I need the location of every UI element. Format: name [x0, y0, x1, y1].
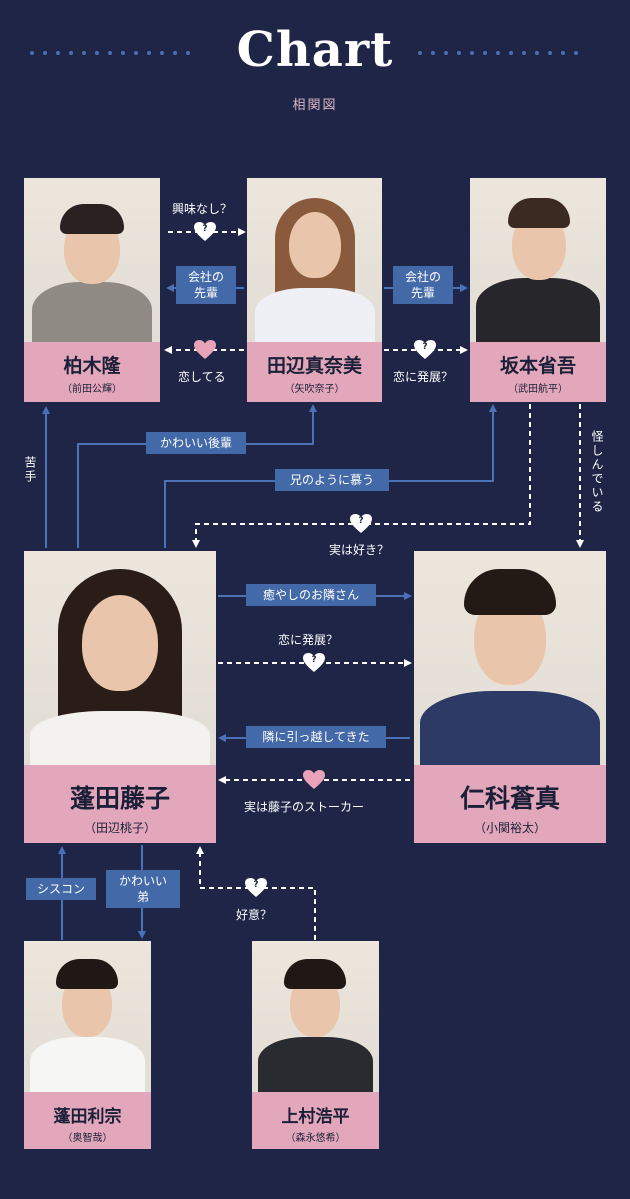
- actor-nishina: （小関裕太）: [473, 821, 546, 835]
- label-iyashi: 癒やしのお隣さん: [246, 584, 376, 607]
- heart-koi-hatten-top: ?: [414, 340, 436, 360]
- label-ayashinde: 怪しんでいる: [590, 430, 604, 514]
- page-subtitle: 相関図: [292, 98, 338, 113]
- label-koui: 好意？: [236, 908, 273, 922]
- card-toshimune: 蓬田利宗 （奥智哉）: [24, 941, 151, 1149]
- namebox-nishina: 仁科蒼真 （小関裕太）: [414, 765, 606, 843]
- namebox-kashiwagi: 柏木隆 （前田公輝）: [24, 342, 160, 402]
- label-siscon: シスコン: [26, 878, 96, 901]
- label-senpai-right: 会社の 先輩: [393, 266, 453, 305]
- actor-toshimune: （奥智哉）: [62, 1133, 113, 1144]
- actor-touko: （田辺桃子）: [83, 821, 156, 835]
- label-senpai-left: 会社の 先輩: [176, 266, 236, 305]
- card-uemura: 上村浩平 （森永悠希）: [252, 941, 379, 1149]
- name-toshimune: 蓬田利宗: [53, 1107, 122, 1127]
- actor-tanabe-manami: （矢吹奈子）: [284, 384, 345, 395]
- photo-nishina: [414, 551, 606, 765]
- heart-koishiteru: [194, 340, 216, 360]
- name-uemura: 上村浩平: [281, 1107, 350, 1127]
- name-tanabe-manami: 田辺真奈美: [266, 355, 362, 377]
- actor-kashiwagi: （前田公輝）: [62, 384, 122, 395]
- label-stalker: 実は藤子のストーカー: [244, 800, 365, 814]
- label-nigate: 苦手: [23, 456, 37, 484]
- name-kashiwagi: 柏木隆: [63, 355, 121, 377]
- namebox-tanabe-manami: 田辺真奈美 （矢吹奈子）: [247, 342, 382, 402]
- title-dots-left: [30, 51, 190, 55]
- label-kyoumi-nashi: 興味なし？: [172, 202, 233, 216]
- card-touko: 蓬田藤子 （田辺桃子）: [24, 551, 216, 843]
- label-koi-hatten-top: 恋に発展？: [393, 370, 454, 384]
- namebox-uemura: 上村浩平 （森永悠希）: [252, 1092, 379, 1149]
- heart-koi-hatten-top-mark: ?: [422, 342, 428, 352]
- photo-tanabe-manami: [247, 178, 382, 342]
- card-nishina: 仁科蒼真 （小関裕太）: [414, 551, 606, 843]
- name-sakamoto: 坂本省吾: [499, 355, 576, 377]
- namebox-sakamoto: 坂本省吾 （武田航平）: [470, 342, 606, 402]
- heart-koui-mark: ?: [253, 880, 259, 890]
- heart-stalker: [303, 770, 325, 790]
- label-hikkoshi: 隣に引っ越してきた: [246, 726, 386, 749]
- actor-uemura: （森永悠希）: [285, 1133, 346, 1144]
- name-touko: 蓬田藤子: [69, 784, 170, 813]
- photo-uemura: [252, 941, 379, 1092]
- page-title: Chart: [236, 22, 394, 78]
- heart-jitsu-suki: ?: [350, 514, 372, 534]
- label-kawaii-otouto: かわいい 弟: [106, 870, 180, 909]
- heart-koi-hatten-mid: ?: [303, 653, 325, 673]
- card-kashiwagi: 柏木隆 （前田公輝）: [24, 178, 160, 402]
- heart-koui: ?: [245, 878, 267, 898]
- photo-kashiwagi: [24, 178, 160, 342]
- card-sakamoto: 坂本省吾 （武田航平）: [470, 178, 606, 402]
- card-tanabe-manami: 田辺真奈美 （矢吹奈子）: [247, 178, 382, 402]
- label-jitsu-suki: 実は好き？: [329, 543, 390, 557]
- heart-jitsu-suki-mark: ?: [358, 516, 364, 526]
- heart-kyoumi-nashi-mark: ?: [202, 224, 208, 234]
- label-koi-hatten-mid: 恋に発展？: [278, 633, 339, 647]
- name-nishina: 仁科蒼真: [459, 784, 560, 813]
- heart-kyoumi-nashi: ?: [194, 222, 216, 242]
- photo-sakamoto: [470, 178, 606, 342]
- namebox-toshimune: 蓬田利宗 （奥智哉）: [24, 1092, 151, 1149]
- label-ani-no-you: 兄のように慕う: [275, 469, 389, 492]
- label-kawaii-kouhai: かわいい後輩: [146, 432, 246, 455]
- namebox-touko: 蓬田藤子 （田辺桃子）: [24, 765, 216, 843]
- actor-sakamoto: （武田航平）: [508, 384, 568, 395]
- title-dots-right: [418, 51, 578, 55]
- photo-toshimune: [24, 941, 151, 1092]
- photo-touko: [24, 551, 216, 765]
- heart-koi-hatten-mid-mark: ?: [311, 655, 317, 665]
- label-koishiteru: 恋してる: [178, 370, 226, 384]
